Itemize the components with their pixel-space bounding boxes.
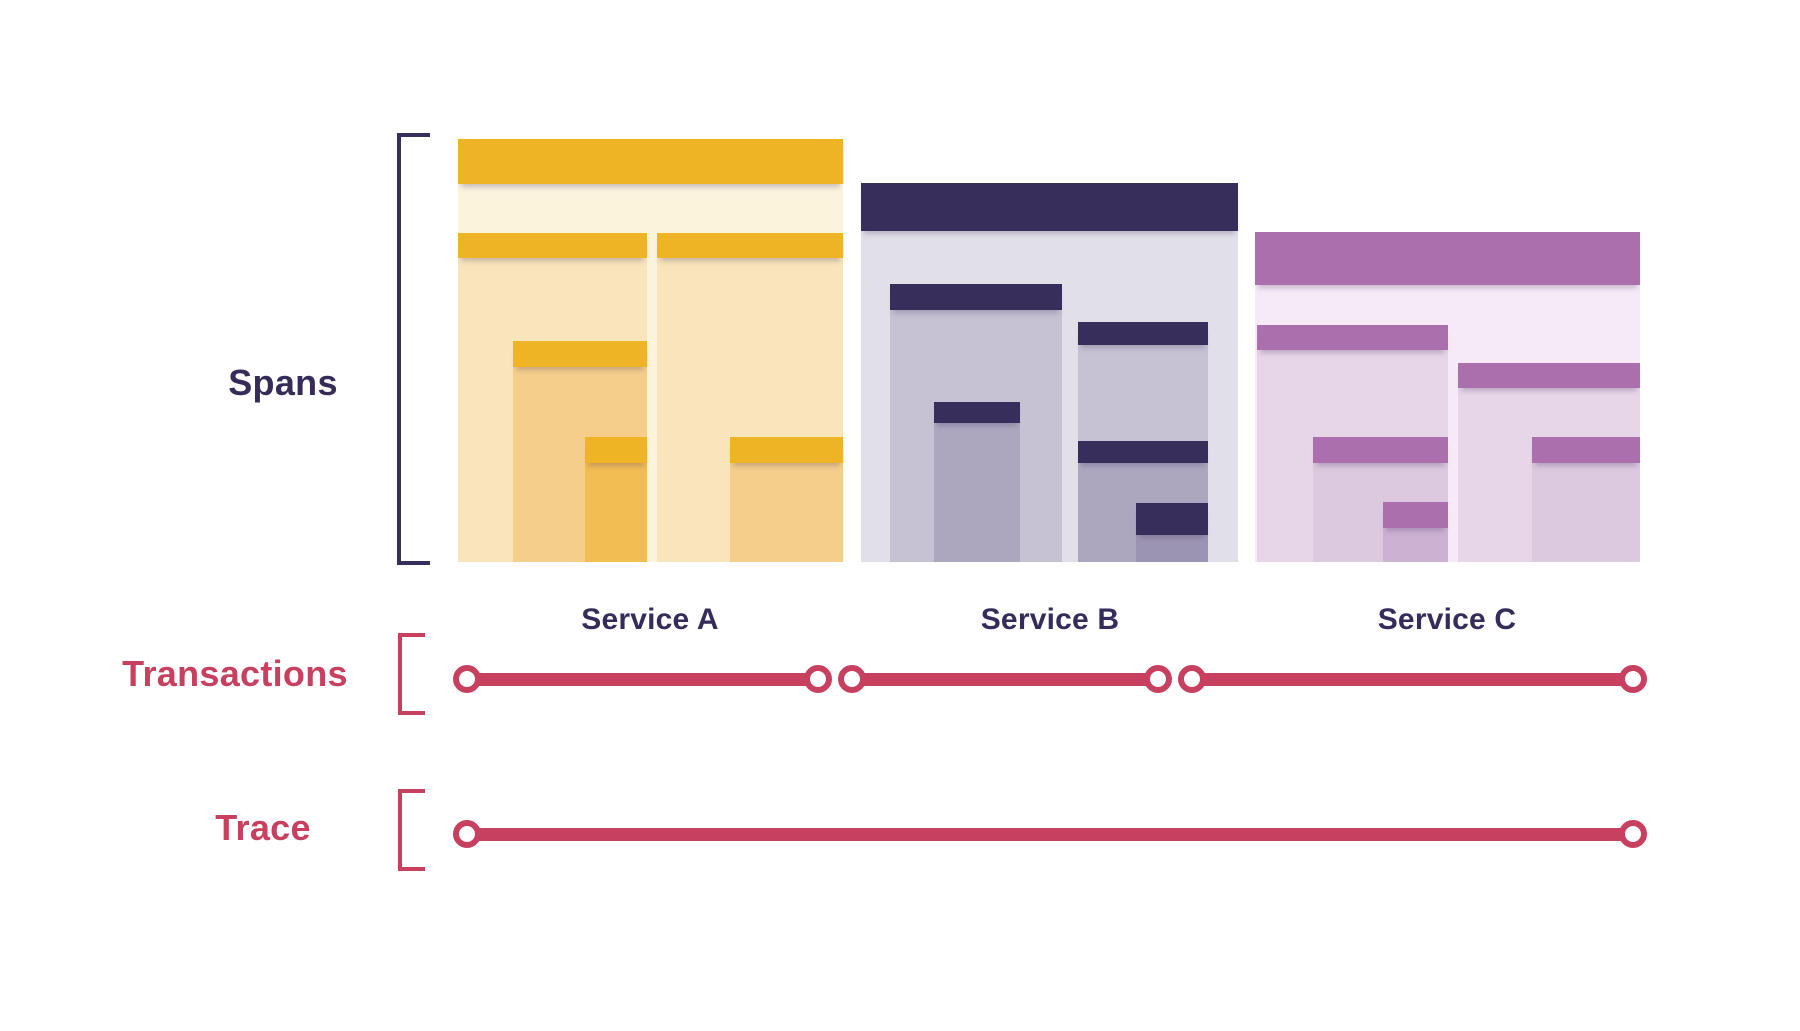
span-block-service-c-4 — [1532, 437, 1640, 562]
span-block-header — [1383, 502, 1448, 528]
span-block-service-a-4 — [585, 437, 647, 562]
transaction-line-1 — [852, 672, 1158, 686]
spans-bracket — [397, 133, 430, 565]
span-block-header — [1313, 437, 1448, 463]
trace-start-node — [453, 820, 481, 848]
span-block-header — [1078, 322, 1208, 345]
trace-bracket — [398, 789, 425, 871]
service-label-service-b: Service B — [980, 603, 1120, 636]
trace-label: Trace — [215, 807, 311, 848]
transaction-start-node-1 — [838, 665, 866, 693]
transaction-line-0 — [467, 672, 818, 686]
span-block-header — [890, 284, 1062, 310]
span-block-header — [1257, 325, 1448, 350]
span-block-header — [458, 233, 647, 258]
span-block-header — [585, 437, 647, 463]
span-block-header — [657, 233, 843, 258]
span-block-header — [1532, 437, 1640, 463]
span-block-service-b-3 — [934, 402, 1020, 562]
trace-end-node — [1619, 820, 1647, 848]
transaction-line-2 — [1192, 672, 1633, 686]
span-block-header — [1136, 503, 1208, 535]
span-block-service-c-5 — [1383, 502, 1448, 562]
span-block-service-b-5 — [1136, 503, 1208, 562]
span-block-header — [1458, 363, 1640, 388]
span-block-service-a-5 — [730, 437, 843, 562]
span-block-header — [730, 437, 843, 463]
transaction-start-node-2 — [1178, 665, 1206, 693]
trace-line — [467, 827, 1633, 841]
transaction-start-node-0 — [453, 665, 481, 693]
service-label-service-a: Service A — [581, 603, 719, 636]
span-block-header — [513, 341, 647, 367]
transactions-bracket — [398, 633, 425, 715]
transaction-end-node-2 — [1619, 665, 1647, 693]
transactions-label: Transactions — [122, 653, 348, 694]
span-block-header — [458, 139, 843, 184]
span-block-header — [934, 402, 1020, 423]
span-block-header — [1078, 441, 1208, 463]
transaction-end-node-1 — [1144, 665, 1172, 693]
span-block-header — [1255, 232, 1640, 285]
service-label-service-c: Service C — [1377, 603, 1517, 636]
span-block-header — [861, 183, 1238, 231]
spans-label: Spans — [228, 362, 338, 403]
transaction-end-node-0 — [804, 665, 832, 693]
